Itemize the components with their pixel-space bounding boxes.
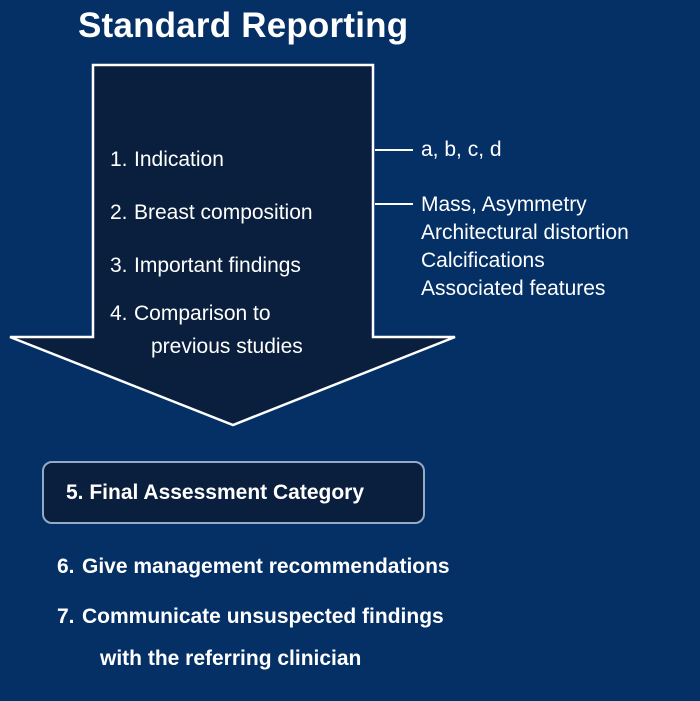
step-label: Communicate unsuspected findings (82, 605, 444, 628)
step-number: 7. (57, 605, 75, 628)
page-title: Standard Reporting (78, 6, 409, 45)
connector-line-important-findings (375, 203, 413, 205)
annotation-finding-line: Mass, Asymmetry (421, 193, 587, 216)
annotation-important-findings: Mass, Asymmetry Architectural distortion… (421, 191, 629, 303)
step-label: Give management recommendations (82, 555, 450, 578)
step-item-4: 4. Comparison to (110, 302, 271, 326)
annotation-finding-line: Associated features (421, 277, 606, 300)
step-label: Breast composition (134, 201, 313, 224)
connector-line-breast-composition (375, 149, 413, 151)
step-item-7: 7. Communicate unsuspected findings (57, 605, 444, 629)
step-item-6: 6. Give management recommendations (57, 555, 450, 579)
final-assessment-category-label: 5. Final Assessment Category (66, 480, 364, 504)
step-number: 3. (110, 254, 128, 277)
annotation-breast-composition: a, b, c, d (421, 138, 502, 161)
step-label: Indication (134, 148, 224, 171)
final-assessment-category-box: 5. Final Assessment Category (42, 461, 425, 524)
step-item-2: 2. Breast composition (110, 201, 313, 225)
step-number: 4. (110, 302, 128, 325)
step-number: 2. (110, 201, 128, 224)
step-number: 6. (57, 555, 75, 578)
step-item-4-line2: previous studies (151, 335, 303, 358)
annotation-finding-line: Calcifications (421, 249, 545, 272)
step-item-1: 1. Indication (110, 148, 224, 172)
step-label: Comparison to (134, 302, 271, 325)
step-number: 1. (110, 148, 128, 171)
down-arrow-shape (9, 63, 456, 427)
annotation-finding-line: Architectural distortion (421, 221, 629, 244)
step-label: Important findings (134, 254, 301, 277)
step-item-3: 3. Important findings (110, 254, 301, 278)
step-item-7-line2: with the referring clinician (100, 647, 362, 670)
standard-reporting-steps-box: 1. Indication 2. Breast composition 3. I… (93, 65, 373, 358)
